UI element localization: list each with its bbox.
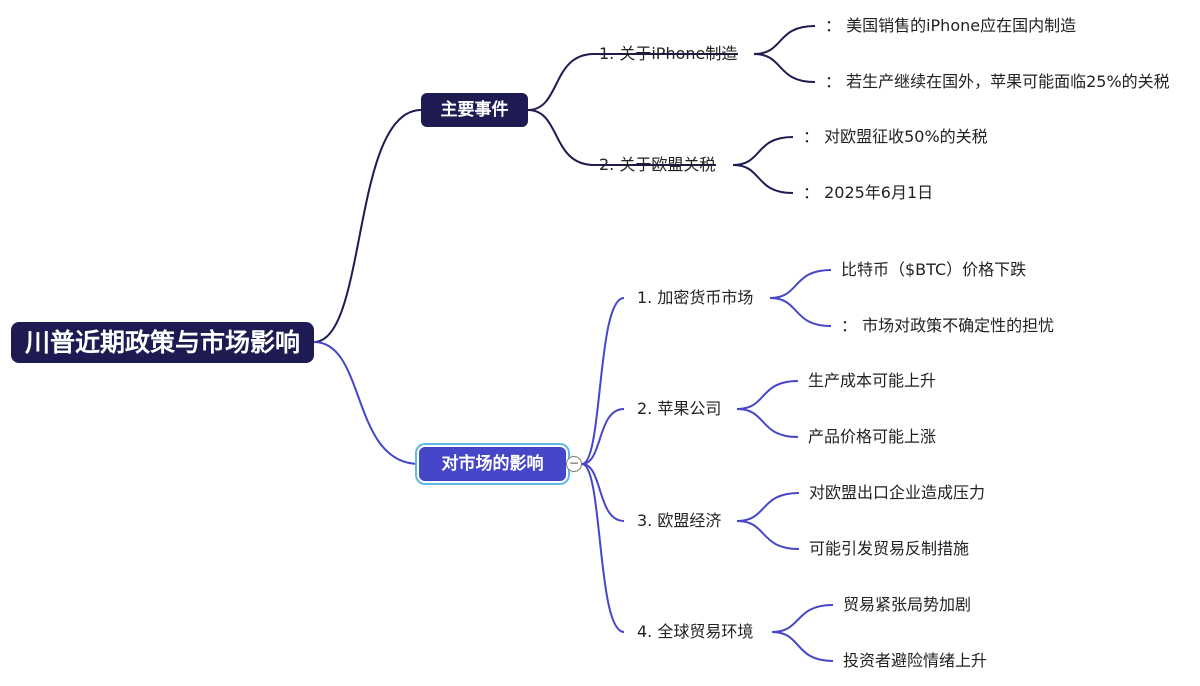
connector-crypto-2 [769,297,832,327]
connector-impact-crypto [581,297,625,465]
connector-euecon-2 [736,520,800,550]
leaf-crypto-2[interactable]: ： 市场对政策不确定性的担忧 [841,316,1055,335]
connector-main-eu [527,109,595,166]
leaf-apple-2[interactable]: 产品价格可能上涨 [808,427,937,446]
connector-main-iphone [527,53,595,111]
subtopic-apple[interactable]: 2. 苹果公司 [637,399,722,418]
subtopic-iphone[interactable]: 1. 关于iPhone制造 [599,44,738,63]
leaf-iphone-1[interactable]: ： 美国销售的iPhone应在国内制造 [825,16,1077,35]
leaf-eu-2[interactable]: ： 2025年6月1日 [803,183,934,202]
connector-impact-eu [581,463,625,522]
leaf-eu-1[interactable]: ： 对欧盟征收50%的关税 [803,127,988,146]
connector-eu-2 [732,164,794,194]
connector-apple-1 [736,380,799,410]
leaf-iphone-2[interactable]: ： 若生产继续在国外，苹果可能面临25%的关税 [825,72,1170,91]
leaf-trade-2[interactable]: 投资者避险情绪上升 [843,651,988,670]
leaf-eu-econ-2[interactable]: 可能引发贸易反制措施 [809,539,970,558]
connector-trade-1 [771,604,834,633]
connector-trade-2 [771,631,834,662]
connector-euecon-1 [736,492,800,522]
connector-root-main [313,109,422,343]
root-node[interactable]: 川普近期政策与市场影响 [11,322,314,363]
subtopic-eu-economy[interactable]: 3. 欧盟经济 [637,511,722,530]
collapse-toggle-minus-icon[interactable]: − [566,456,582,472]
subtopic-eu-tariff[interactable]: 2. 关于欧盟关税 [599,155,716,174]
subtopic-crypto[interactable]: 1. 加密货币市场 [637,288,754,307]
leaf-apple-1[interactable]: 生产成本可能上升 [808,371,937,390]
connector-iphone-2 [753,53,816,83]
connector-eu-1 [732,136,794,166]
connector-crypto-1 [769,269,832,299]
leaf-eu-econ-1[interactable]: 对欧盟出口企业造成压力 [809,483,986,502]
connector-root-impact [313,341,420,465]
branch-market-impact[interactable]: 对市场的影响 [419,447,566,481]
subtopic-global-trade[interactable]: 4. 全球贸易环境 [637,622,754,641]
connector-impact-apple [581,408,625,465]
leaf-crypto-1[interactable]: 比特币（$BTC）价格下跌 [841,260,1027,279]
connector-impact-trade [581,463,625,633]
leaf-trade-1[interactable]: 贸易紧张局势加剧 [843,595,972,614]
branch-main-events[interactable]: 主要事件 [421,93,528,127]
connector-apple-2 [736,408,799,438]
connector-iphone-1 [753,25,816,55]
